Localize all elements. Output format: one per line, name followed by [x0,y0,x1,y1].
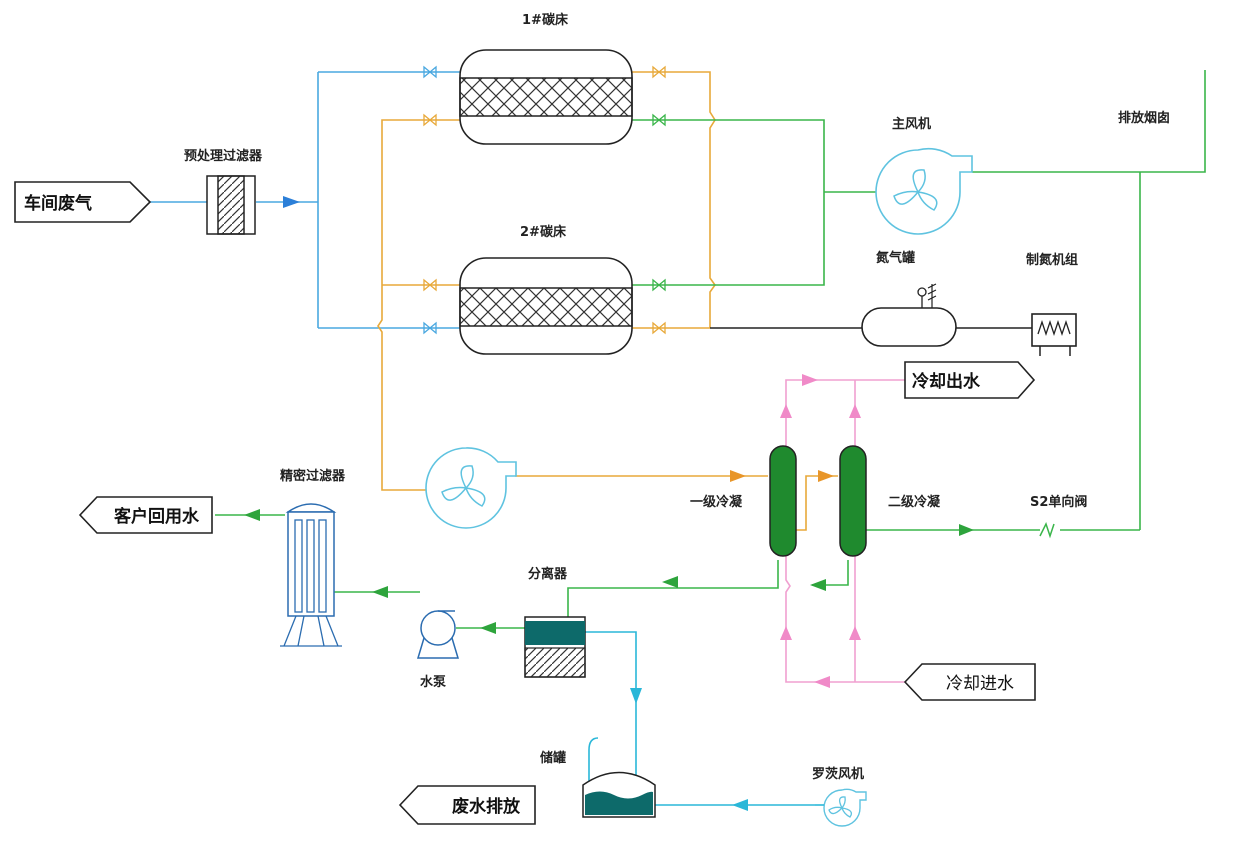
condenser-2: 二级冷凝 [839,445,941,557]
svg-text:冷却出水: 冷却出水 [912,371,981,392]
workshop-gas-tag: 车间废气 [14,181,152,223]
valve-bed2-inlet [423,321,437,335]
cooling-flow-arrows [780,374,861,688]
valve-bed1-out-green [652,113,666,127]
svg-text:精密过滤器: 精密过滤器 [280,468,346,484]
condenser-1: 一级冷凝 [690,445,797,557]
svg-text:水泵: 水泵 [420,674,446,690]
valve-bed2-regen [423,278,437,292]
roots-fan: 罗茨风机 [812,766,867,827]
valves [423,65,666,335]
svg-text:S2单向阀: S2单向阀 [1030,494,1087,510]
svg-text:1#碳床: 1#碳床 [522,12,569,28]
svg-text:预处理过滤器: 预处理过滤器 [184,148,263,164]
chimney-label: 排放烟囱 [1118,110,1170,126]
cooling-in-tag: 冷却进水 [903,663,1036,701]
roots-fan-arrow [732,799,748,811]
svg-text:2#碳床: 2#碳床 [520,224,567,240]
exhaust-flow-arrows [244,509,974,634]
svg-text:储罐: 储罐 [539,750,566,766]
exhaust-lines [215,70,1206,629]
condenser-inlet-arrow [730,470,746,482]
svg-text:分离器: 分离器 [528,566,568,582]
separator: 分离器 [524,566,586,678]
svg-text:罗茨风机: 罗茨风机 [812,766,864,782]
carbon-bed-1: 1#碳床 [459,12,633,145]
check-valve: S2单向阀 [1030,494,1087,539]
regeneration-fan [425,447,517,529]
svg-text:主风机: 主风机 [892,116,931,132]
roots-fan-blades-icon [828,796,853,818]
svg-text:氮气罐: 氮气罐 [876,250,915,266]
main-fan: 主风机 [875,116,973,235]
svg-text:废水排放: 废水排放 [452,796,521,817]
water-pump: 水泵 [416,610,460,690]
main-fan-blades-icon [893,169,938,211]
inlet-flow-arrow [283,196,300,208]
nitrogen-unit: 制氮机组 [1026,252,1078,356]
separator-drain-arrow [630,688,642,704]
regeneration-fan-blades-icon [441,465,486,507]
cooling-water-lines [785,379,905,683]
wastewater-tag: 废水排放 [398,785,536,825]
precision-filter: 精密过滤器 [280,468,346,647]
carbon-bed-2: 2#碳床 [459,224,633,355]
svg-text:二级冷凝: 二级冷凝 [888,494,941,510]
svg-text:制氮机组: 制氮机组 [1026,252,1078,268]
valve-bed1-regen [423,113,437,127]
condenser2-inlet-arrow [818,470,834,482]
nitrogen-tank: 氮气罐 [861,250,957,347]
svg-text:客户回用水: 客户回用水 [113,506,200,527]
svg-text:车间废气: 车间废气 [24,193,92,214]
svg-text:冷却进水: 冷却进水 [946,674,1014,694]
reuse-water-tag: 客户回用水 [78,496,213,534]
valve-bed2-out-green [652,278,666,292]
valve-bed1-inlet [423,65,437,79]
inlet-gas-lines [150,71,460,329]
storage-tank: 储罐 [539,750,656,818]
valve-bed1-out-orange [652,65,666,79]
cooling-out-tag: 冷却出水 [904,361,1036,399]
svg-text:一级冷凝: 一级冷凝 [690,494,743,510]
prefilter: 预处理过滤器 [184,148,263,235]
valve-bed2-out-orange [652,321,666,335]
